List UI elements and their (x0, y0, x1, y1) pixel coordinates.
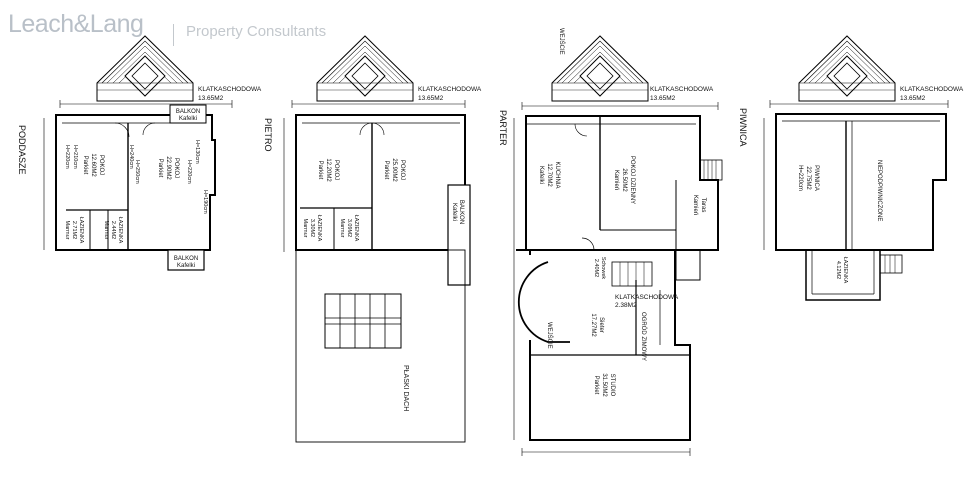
stair-label: KLATKASCHODOWA (900, 86, 964, 93)
room-kuchnia: KUCHNIA (554, 161, 560, 188)
room-lazienka-floor: Marmur (302, 219, 308, 238)
stair-area: 13.65M2 (418, 95, 444, 102)
room-pokoj: POKOJ (399, 160, 405, 180)
stair-label: KLATKASCHODOWA (418, 86, 482, 93)
room-lazienka-area: 2.44M2 (110, 221, 116, 239)
room-pokoj-floor: Parkiet (317, 161, 323, 180)
room-ogrod-zimowy: OGRÓD ZIMOWY (640, 312, 647, 361)
room-studio-area: 31.50M2 (601, 373, 607, 397)
logo: Leach&Lang (8, 10, 144, 38)
room-lazienka-area: 2.71M2 (71, 221, 77, 239)
room-piwnica-height: H=220cm (797, 165, 803, 191)
room-kuchnia-area: 12.70M2 (546, 163, 552, 187)
stair-area: 13.65M2 (650, 95, 676, 102)
flat-roof-label: PŁASKI DACH (402, 365, 409, 411)
room-pokoj-dzienny: POKOJ DZIENNY (629, 156, 635, 204)
stair-label: KLATKASCHODOWA (650, 86, 714, 93)
room-pokoj-dzienny-area: 26.50M2 (621, 168, 627, 192)
room-taras-floor: Kamień (692, 195, 698, 215)
room-lazienka: ŁAZIENKA (353, 215, 359, 242)
room-lazienka: ŁAZIENKA (842, 257, 848, 284)
room-studio-floor: Parkiet (593, 376, 599, 395)
room-niepodpiwniczone: NIEPODPIWNICZONE (876, 160, 882, 221)
room-kuchnia-floor: Kafelki (538, 166, 544, 184)
floor-label-poddasze: PODDASZE (17, 125, 27, 175)
stair-dome (551, 35, 649, 102)
stair-dome (798, 35, 896, 102)
stair-dome (316, 35, 414, 102)
room-schowek: Schowek (600, 257, 606, 280)
height-label: H=220cm (64, 145, 70, 169)
stair-dome (96, 35, 194, 102)
room-pokoj-area: 22.90M2 (165, 156, 171, 180)
room-balkon-floor: Kafelki (451, 203, 457, 221)
room-lazienka-floor: Marmur (64, 221, 70, 240)
stair-area: 13.65M2 (198, 95, 224, 102)
height-label: H=240cm (128, 145, 134, 169)
room-balkon-floor: Kafelki (177, 263, 195, 269)
height-label: H=130cm (194, 140, 200, 164)
room-balkon: BALKON (174, 256, 198, 262)
height-label: H=220cm (186, 160, 192, 184)
room-lazienka-area: 3.09M2 (346, 219, 352, 237)
room-lazienka-area: 4.12M2 (835, 261, 841, 279)
room-taras: Taras (700, 198, 706, 213)
room-lazienka-floor: Marmur (103, 221, 109, 240)
room-pokoj: POKOJ (333, 160, 339, 180)
room-pokoj: POKOJ (173, 158, 179, 178)
room-sieter-area: 17.27M2 (590, 313, 596, 337)
room-sieter: Sieter (598, 317, 604, 333)
room-pokoj-floor: Parkiet (383, 161, 389, 180)
room-wejscie: WEJŚCIE (546, 322, 554, 349)
plan-piwnica: PIWNICA KLATKASCHODOWA 13.65M2 PIWNICA 2… (738, 35, 964, 301)
logo-divider (173, 24, 174, 46)
room-pokoj-dzienny-floor: Kamień (613, 170, 619, 190)
tagline: Property Consultants (186, 23, 327, 40)
plan-pietro: PIETRO KLATKASCHODOWA 13.65M2 POKOJ 12.2… (263, 35, 482, 443)
room-pokoj-area: 12.20M2 (325, 158, 331, 182)
room-balkon-floor: Kafelki (179, 116, 197, 122)
plan-parter: PARTER WEJŚCIE KLATKASCHODOWA 13.65M2 KU… (498, 28, 723, 456)
height-label: H=250cm (134, 160, 140, 184)
room-lazienka: ŁAZIENKA (117, 217, 123, 244)
room-pokoj-area: 12.60M2 (90, 153, 96, 177)
room-klatkaschodowa-area: 2.38M2 (615, 302, 637, 309)
room-piwnica-area: 22.75M2 (805, 166, 811, 190)
height-label: H=210cm (72, 145, 78, 169)
entrance-label: WEJŚCIE (558, 28, 566, 55)
room-pokoj: POKOJ (98, 155, 104, 175)
room-lazienka: ŁAZIENKA (78, 217, 84, 244)
room-schowek-area: 2.40M2 (593, 259, 599, 277)
room-studio: STUDIO (609, 374, 615, 397)
room-klatkaschodowa: KLATKASCHODOWA (615, 294, 679, 301)
room-lazienka-floor: Marmur (339, 219, 345, 238)
plan-poddasze: PODDASZE KLATKASCHODOWA 13.65M2 BALKON K… (17, 35, 262, 271)
room-piwnica: PIWNICA (813, 165, 819, 191)
room-lazienka: ŁAZIENKA (316, 215, 322, 242)
skylight-grid (324, 293, 402, 349)
floor-label-parter: PARTER (498, 110, 508, 146)
room-balkon: BALKON (458, 200, 464, 224)
room-pokoj-area: 25.90M2 (391, 158, 397, 182)
floor-label-pietro: PIETRO (263, 118, 273, 152)
height-label: H=190cm (202, 190, 208, 214)
room-pokoj-floor: Parkiet (82, 156, 88, 175)
stair-label: KLATKASCHODOWA (198, 86, 262, 93)
floor-label-piwnica: PIWNICA (738, 108, 748, 147)
stair-area: 13.65M2 (900, 95, 926, 102)
room-lazienka-area: 3.30M2 (309, 219, 315, 237)
room-balkon: BALKON (176, 109, 200, 115)
room-pokoj-floor: Parkiet (157, 159, 163, 178)
